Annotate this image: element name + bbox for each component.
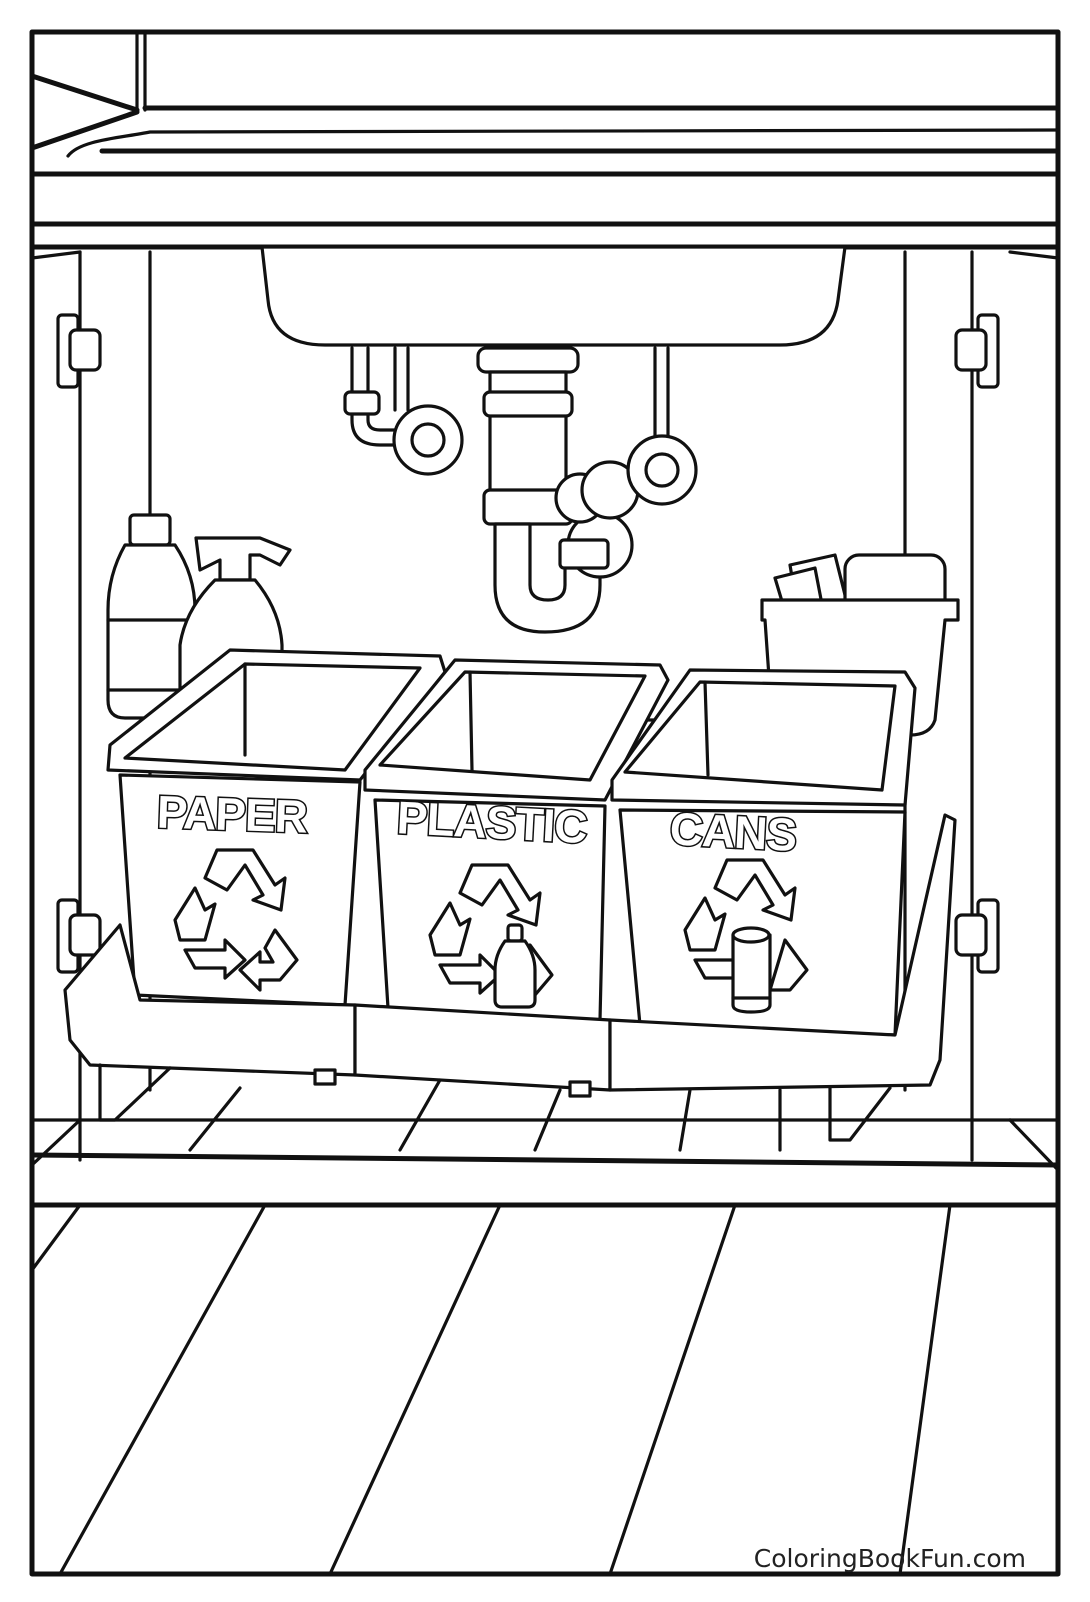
plastic-bin: [363, 658, 670, 1022]
floorboards: [30, 1203, 952, 1576]
bin-label-plastic: PLASTIC: [396, 791, 588, 853]
cabinet-floor: [29, 1078, 1061, 1208]
hinge-icons: [56, 313, 1000, 974]
recycling-bins: [63, 648, 957, 1142]
recycle-icon: [173, 848, 299, 992]
bin-label-paper: PAPER: [156, 785, 309, 842]
countertop: [29, 31, 1061, 250]
page-frame: [29, 29, 1061, 1577]
sink-basin: [260, 245, 847, 347]
cans-bin: [610, 668, 917, 1037]
recycle-with-can-icon: [683, 858, 809, 1014]
bin-label-cans: CANS: [669, 802, 798, 861]
recycle-with-bottle-icon: [428, 863, 554, 1009]
sink-pipes: [343, 346, 698, 634]
site-watermark: ColoringBookFun.com: [753, 1544, 1026, 1573]
paper-bin: [106, 648, 447, 1007]
